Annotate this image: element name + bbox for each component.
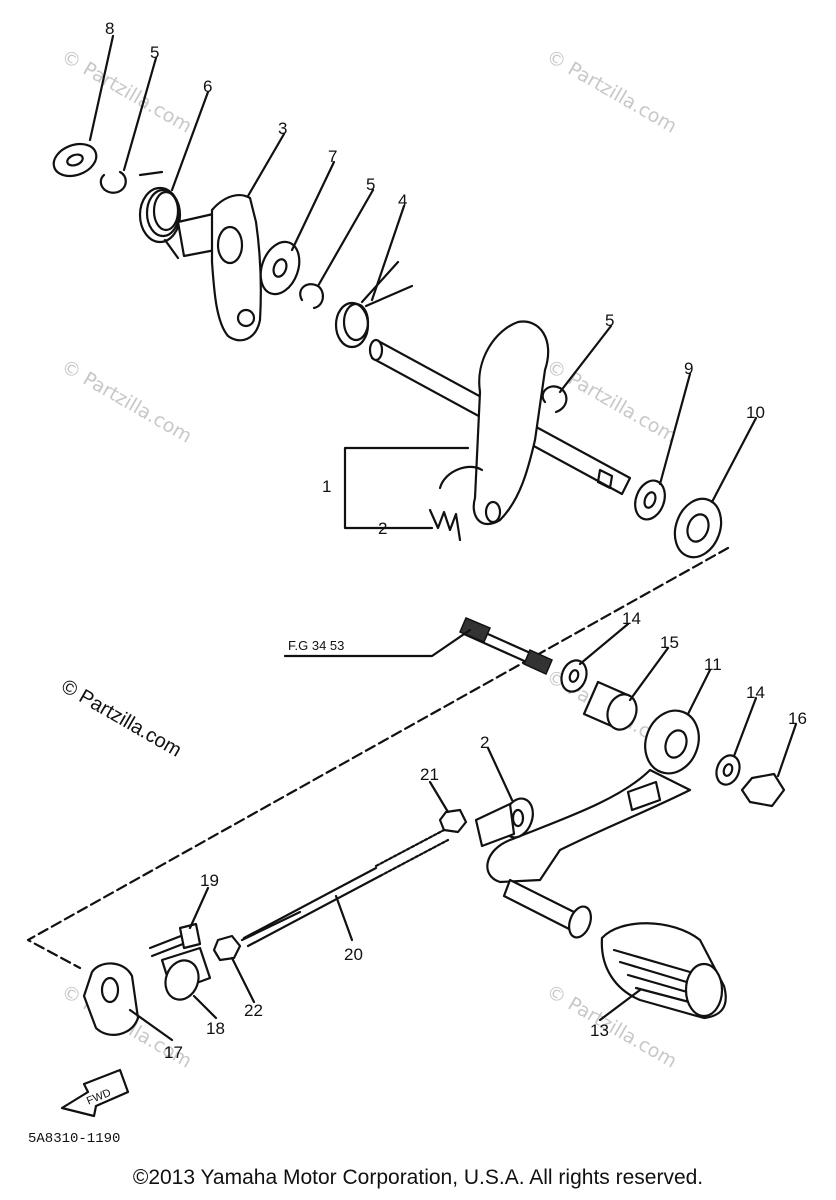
dashed-guide-line [26, 546, 730, 970]
part-1-shift-shaft[interactable] [368, 320, 632, 526]
part-3-shift-arm[interactable] [176, 194, 262, 342]
stud-bolt[interactable] [459, 617, 553, 675]
watermark-text: © Partzilla.com [543, 45, 681, 137]
part-label: 2 [480, 733, 489, 752]
part-label: 9 [684, 359, 693, 378]
part-6-spring[interactable] [138, 170, 182, 260]
part-14-washer[interactable] [713, 752, 744, 788]
part-label: 14 [746, 683, 765, 702]
part-label: 10 [746, 403, 765, 422]
part-label: 11 [704, 655, 722, 674]
part-label: 19 [200, 871, 219, 890]
figure-reference-line [283, 628, 472, 658]
part-label: 14 [622, 609, 641, 628]
part-11-shift-pedal[interactable] [486, 703, 707, 940]
part-12-rod-end[interactable] [474, 794, 538, 848]
part-number-labels: 8 5 6 3 7 5 4 5 9 10 1 2 14 15 11 14 16 … [105, 19, 807, 1062]
watermark-text: © Partzilla.com [543, 355, 681, 447]
part-label: 15 [660, 633, 679, 652]
part-21-nut[interactable] [438, 808, 468, 834]
part-20-shift-rod[interactable] [240, 828, 450, 948]
watermark-text: © Partzilla.com [58, 45, 196, 137]
diagram-code: 5A8310-1190 [28, 1131, 120, 1147]
bracket-line [343, 446, 470, 530]
part-label: 1 [322, 477, 331, 496]
part-17-rod-end[interactable] [82, 962, 140, 1036]
part-8-washer[interactable] [49, 138, 101, 181]
part-label: 8 [105, 19, 114, 38]
part-label: 21 [420, 765, 439, 784]
copyright-notice: ©2013 Yamaha Motor Corporation, U.S.A. A… [133, 1166, 703, 1189]
part-label: 13 [590, 1021, 609, 1040]
part-5-circlip[interactable] [99, 170, 127, 194]
figure-reference: F.G 34 53 [288, 638, 344, 653]
part-label: 17 [164, 1043, 183, 1062]
part-5-circlip[interactable] [299, 283, 324, 310]
part-label: 20 [344, 945, 363, 964]
part-19-bolt[interactable] [148, 922, 202, 958]
part-label: 5 [366, 175, 375, 194]
part-label: 2 [378, 519, 387, 538]
part-16-nut[interactable] [740, 772, 786, 808]
part-label: 5 [605, 311, 614, 330]
forward-arrow: FWD [60, 1068, 130, 1118]
part-label: 6 [203, 77, 212, 96]
part-label: 3 [278, 119, 287, 138]
part-7-washer[interactable] [254, 236, 306, 299]
watermark-text-dark: © Partzilla.com [58, 675, 186, 761]
part-14-washer[interactable] [557, 657, 590, 695]
part-label: 16 [788, 709, 807, 728]
part-label: 22 [244, 1001, 263, 1020]
part-label: 4 [398, 191, 407, 210]
part-10-oil-seal[interactable] [667, 492, 729, 563]
part-label: 5 [150, 43, 159, 62]
part-2-small-spring[interactable] [428, 508, 462, 542]
part-22-nut[interactable] [212, 934, 242, 962]
part-15-collar[interactable] [582, 680, 641, 734]
part-9-washer[interactable] [630, 476, 670, 523]
part-5-circlip[interactable] [541, 385, 568, 414]
leader-lines [88, 34, 798, 1042]
watermark-text: © Partzilla.com [58, 355, 196, 447]
part-label: 18 [206, 1019, 225, 1038]
part-4-spring[interactable] [334, 260, 414, 349]
part-label: 7 [328, 147, 337, 166]
part-18-collar[interactable] [160, 946, 212, 1004]
